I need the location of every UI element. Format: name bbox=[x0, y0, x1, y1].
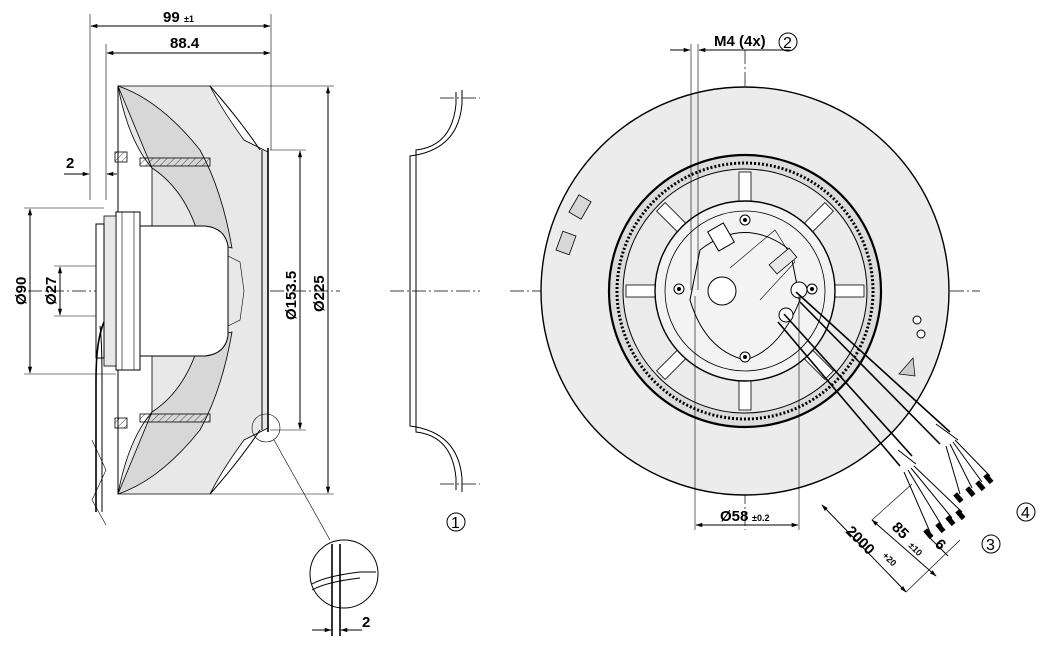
motor-nose bbox=[227, 255, 245, 327]
dim-offset-left: 2 bbox=[66, 155, 74, 172]
detail-blade-edge bbox=[311, 571, 376, 585]
cable-gland-2 bbox=[778, 307, 794, 323]
callout-circle-2 bbox=[778, 32, 798, 52]
front-view: M4 (4x) 2 Ø58 ±0.2 2000 +20 85 ±10 6 3 4 bbox=[510, 32, 1036, 593]
dim-overall-width-tol: ±1 bbox=[184, 14, 194, 24]
dim-cable-length: 2000 bbox=[842, 523, 878, 559]
screw-hole-top-dot bbox=[743, 218, 747, 222]
hatch-top bbox=[139, 157, 211, 167]
side-view: 99 ±1 88.4 2 Ø90 Ø27 Ø153.5 Ø225 bbox=[13, 9, 340, 541]
callout-circle-4 bbox=[1016, 502, 1036, 522]
screw-hole-bottom-dot bbox=[743, 355, 747, 359]
wires-4 bbox=[945, 439, 994, 504]
dim-screw: M4 (4x) bbox=[714, 33, 766, 50]
detail-circle bbox=[309, 539, 379, 609]
detail-view: 2 bbox=[309, 539, 379, 636]
cable-2-sheath-end bbox=[897, 449, 917, 465]
cable-1-bottom bbox=[799, 301, 941, 445]
balance-mark-2 bbox=[916, 329, 926, 339]
dim-line-6 bbox=[929, 537, 949, 557]
cable-side bbox=[95, 321, 105, 512]
wires-3 bbox=[903, 465, 966, 540]
dim-bolt-circle: Ø58 bbox=[720, 508, 748, 525]
hatch-bottom bbox=[139, 413, 211, 423]
dim-wire-end: 6 bbox=[931, 536, 949, 554]
dim-impeller-width: 88.4 bbox=[170, 35, 200, 52]
motor-hub-ring bbox=[664, 210, 826, 372]
callout-2: 2 bbox=[783, 35, 792, 52]
detail-leader bbox=[273, 439, 331, 541]
blade-ring-teeth bbox=[615, 161, 875, 421]
detail-gap: 2 bbox=[362, 614, 370, 631]
rotation-label-1 bbox=[568, 194, 592, 220]
detail-marker bbox=[251, 413, 281, 443]
blade-edge-top bbox=[209, 85, 261, 151]
dim-inlet-diameter: Ø153.5 bbox=[283, 271, 300, 320]
detail-blade-edge-2 bbox=[311, 577, 361, 591]
dim-line-2000 bbox=[821, 504, 907, 593]
dim-cable-length-tol: +20 bbox=[881, 550, 899, 568]
dim-motor-diameter: Ø90 bbox=[13, 277, 30, 305]
inlet-ring-inner bbox=[415, 92, 457, 490]
cable-side-2 bbox=[99, 325, 103, 512]
hatch-top-small bbox=[114, 151, 128, 163]
warning-label bbox=[898, 357, 916, 377]
motor-label bbox=[707, 222, 735, 252]
blade-upper bbox=[117, 85, 233, 249]
motor-housing bbox=[139, 225, 229, 357]
motor-bracket bbox=[729, 229, 796, 301]
motor-electronics bbox=[103, 215, 117, 367]
spokes bbox=[625, 171, 865, 411]
hatch-bottom-small bbox=[114, 417, 128, 429]
brand-label bbox=[768, 247, 798, 275]
rotation-label-2 bbox=[555, 230, 577, 256]
ext-85-start bbox=[871, 483, 913, 521]
dim-hub-diameter: Ø27 bbox=[43, 277, 60, 305]
inlet-ring-view: 1 bbox=[390, 90, 480, 532]
rotor-plate bbox=[95, 223, 105, 359]
cable-1-top bbox=[795, 291, 951, 433]
dim-bolt-circle-tol: ±0.2 bbox=[752, 513, 769, 523]
callout-circle-3 bbox=[981, 534, 1001, 554]
dim-line-85 bbox=[871, 519, 937, 577]
screw-hole-right-dot bbox=[810, 287, 814, 291]
dim-strip-length: 85 bbox=[888, 519, 912, 543]
callout-4: 4 bbox=[1021, 505, 1030, 522]
balance-mark-1 bbox=[912, 315, 922, 325]
callout-1: 1 bbox=[451, 515, 460, 532]
cable-end-side bbox=[91, 439, 107, 526]
motor-flange bbox=[115, 211, 141, 371]
blade-edge-bottom bbox=[209, 429, 261, 495]
cable-1-sheath-end bbox=[935, 423, 959, 441]
motor-plate bbox=[689, 232, 801, 361]
blade-lower bbox=[117, 331, 233, 495]
callout-3: 3 bbox=[986, 537, 995, 554]
dim-outer-diameter: Ø225 bbox=[311, 275, 328, 312]
inlet-ring-outer bbox=[409, 90, 463, 492]
cable-2-bottom bbox=[777, 321, 901, 467]
hub-center bbox=[707, 276, 737, 306]
cable-2-top bbox=[783, 313, 913, 457]
dim-strip-length-tol: ±10 bbox=[907, 540, 925, 558]
screw-hole-left-dot bbox=[677, 287, 681, 291]
dim-overall-width: 99 bbox=[163, 9, 180, 26]
callout-circle-1 bbox=[446, 512, 466, 532]
